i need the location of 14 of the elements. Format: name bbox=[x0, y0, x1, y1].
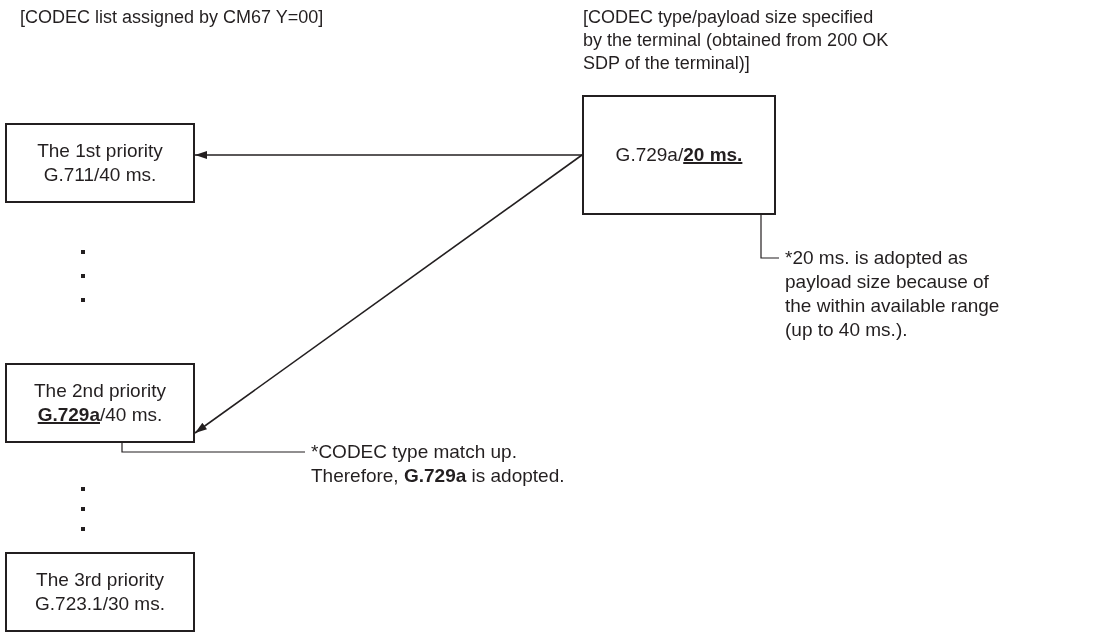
codec-priority-box bbox=[5, 123, 195, 203]
leader-line bbox=[121, 442, 306, 453]
box-text: The 2nd priority G.729a/40 ms. bbox=[33, 379, 167, 427]
arrow bbox=[194, 151, 583, 159]
heading-text: [CODEC list assigned by CM67 Y=00] bbox=[20, 6, 325, 29]
leader-line bbox=[760, 214, 780, 259]
codec-priority-box bbox=[5, 363, 195, 443]
arrow bbox=[194, 154, 583, 434]
codec-priority-box bbox=[5, 552, 195, 632]
box-text: The 1st priority G.711/40 ms. bbox=[36, 139, 164, 187]
box-text: G.729a/20 ms. bbox=[614, 143, 744, 167]
heading-text: [CODEC type/payload size specified by the terminal (obtained from 200 OK SDP of the terminal)] bbox=[583, 6, 890, 75]
terminal-codec-box bbox=[582, 95, 776, 215]
box-text: The 3rd priority G.723.1/30 ms. bbox=[34, 568, 166, 616]
